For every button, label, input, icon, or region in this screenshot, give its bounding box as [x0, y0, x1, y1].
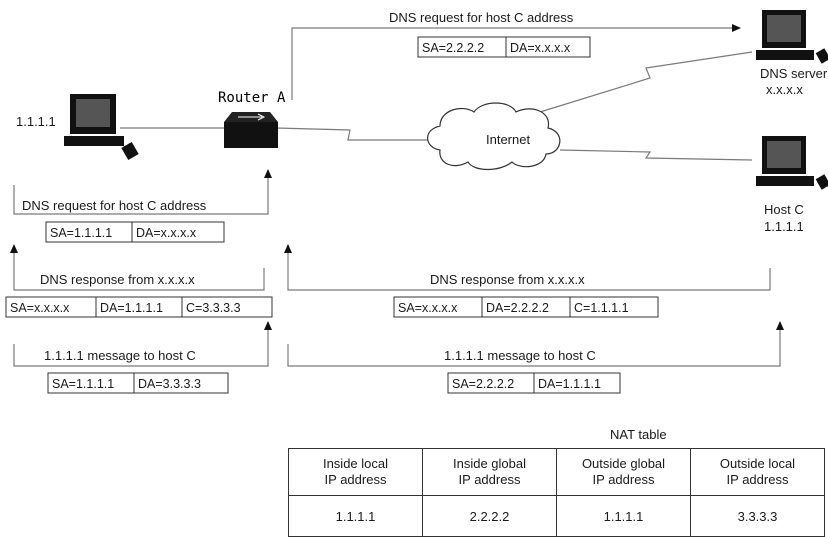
nat-cell-inside-global: 2.2.2.2 — [422, 495, 557, 537]
host-ip-label: 1.1.1.1 — [16, 114, 56, 129]
link-internet-hostc — [559, 149, 753, 161]
nat-cell-outside-local: 3.3.3.3 — [690, 495, 825, 537]
left-request-arrow — [13, 169, 272, 215]
left-response-arrow — [10, 244, 265, 291]
router-label: Router A — [218, 90, 286, 106]
right-response-label: DNS response from x.x.x.x — [430, 272, 585, 287]
internet-label: Internet — [486, 132, 530, 147]
right-message-da: DA=1.1.1.1 — [538, 377, 601, 391]
left-message-label: 1.1.1.1 message to host C — [44, 348, 196, 363]
host-c-ip: 1.1.1.1 — [764, 219, 804, 234]
right-message-sa: SA=2.2.2.2 — [452, 377, 514, 391]
dns-server-label: DNS server — [760, 66, 828, 81]
top-request-label: DNS request for host C address — [389, 10, 574, 25]
nat-table-title: NAT table — [610, 427, 667, 442]
link-internet-dns — [539, 51, 753, 113]
dns-server-computer-icon — [756, 10, 828, 64]
left-request-label: DNS request for host C address — [22, 198, 207, 213]
left-message-da: DA=3.3.3.3 — [138, 377, 201, 391]
router-icon — [224, 112, 278, 148]
nat-cell-inside-local: 1.1.1.1 — [288, 495, 423, 537]
dns-server-ip: x.x.x.x — [766, 82, 803, 97]
left-message-sa: SA=1.1.1.1 — [52, 377, 114, 391]
left-response-c: C=3.3.3.3 — [186, 301, 241, 315]
internet-cloud-icon — [427, 102, 561, 171]
top-request-da-box — [505, 36, 591, 58]
right-message-arrow — [287, 321, 784, 367]
right-response-sa: SA=x.x.x.x — [398, 301, 458, 315]
left-request-sa: SA=1.1.1.1 — [50, 226, 112, 240]
left-request-da-box — [131, 221, 225, 243]
top-request-sa: SA=2.2.2.2 — [422, 41, 484, 55]
left-response-sa: SA=x.x.x.x — [10, 301, 70, 315]
right-response-c-box — [569, 296, 659, 318]
top-request-arrow — [291, 24, 741, 100]
right-response-da: DA=2.2.2.2 — [486, 301, 549, 315]
left-response-label: DNS response from x.x.x.x — [40, 272, 195, 287]
left-response-c-box — [181, 296, 273, 318]
left-message-arrow — [13, 321, 272, 367]
nat-cell-outside-global: 1.1.1.1 — [556, 495, 691, 537]
right-message-da-box — [533, 372, 621, 394]
left-request-da: DA=x.x.x.x — [136, 226, 197, 240]
host-computer-icon — [64, 94, 139, 161]
left-response-da: DA=1.1.1.1 — [100, 301, 163, 315]
host-c-label: Host C — [764, 202, 804, 217]
link-router-internet — [275, 127, 440, 141]
host-c-computer-icon — [756, 136, 828, 190]
left-message-da-box — [133, 372, 229, 394]
right-response-arrow — [284, 244, 771, 291]
top-request-da: DA=x.x.x.x — [510, 41, 571, 55]
right-response-c: C=1.1.1.1 — [574, 301, 629, 315]
nat-table-row: 1.1.1.1 2.2.2.2 1.1.1.1 3.3.3.3 — [288, 495, 825, 537]
right-message-label: 1.1.1.1 message to host C — [444, 348, 596, 363]
